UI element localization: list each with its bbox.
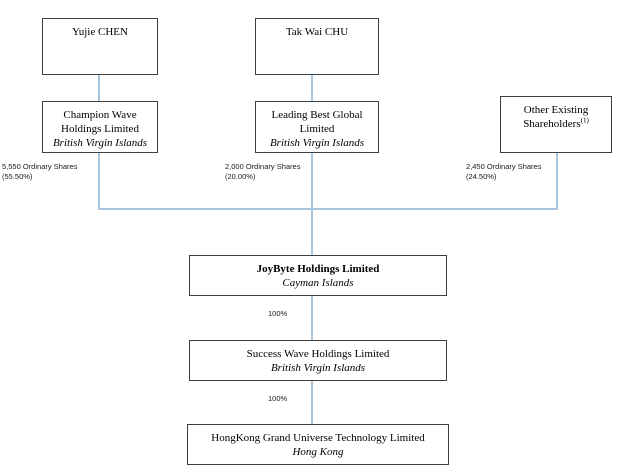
edge-label-other-shareholders-stake: 2,450 Ordinary Shares (24.50%): [466, 162, 541, 182]
node-tak-wai-chu-name: Tak Wai CHU: [285, 26, 349, 38]
node-leading-best-line1: Leading Best Global: [271, 109, 363, 121]
node-other-existing-shareholders[interactable]: Other Existing Shareholders(1): [500, 96, 612, 153]
edge-label-joybyte-to-success-wave-percent: 100%: [268, 309, 288, 318]
node-other-shareholders-line2: Shareholders: [523, 118, 581, 130]
connector-shareholder-bus: [98, 208, 558, 210]
node-other-shareholders-footnote-marker: (1): [580, 116, 589, 125]
node-tak-wai-chu[interactable]: Tak Wai CHU: [255, 18, 379, 75]
node-success-wave-name: Success Wave Holdings Limited: [246, 348, 390, 360]
edge-label-leading-best-shares: 2,000 Ordinary Shares: [225, 162, 301, 171]
node-yujie-chen[interactable]: Yujie CHEN: [42, 18, 158, 75]
node-champion-wave-line1: Champion Wave: [63, 109, 137, 121]
node-joybyte-holdings[interactable]: JoyByte Holdings Limited Cayman Islands: [189, 255, 447, 296]
connector-other-shareholders-drop: [556, 153, 558, 210]
edge-label-champion-wave-percent: (55.50%): [2, 172, 33, 181]
edge-label-leading-best-percent: (20.00%): [225, 172, 256, 181]
connector-champion-wave-drop: [98, 153, 100, 210]
edge-label-success-wave-to-hongkong-percent: 100%: [268, 394, 288, 403]
edge-label-champion-wave-stake: 5,550 Ordinary Shares (55.50%): [2, 162, 77, 182]
connector-yujie-chen-to-champion-wave: [98, 75, 100, 101]
node-hongkong-grand-universe-name: HongKong Grand Universe Technology Limit…: [211, 432, 425, 444]
node-success-wave-holdings[interactable]: Success Wave Holdings Limited British Vi…: [189, 340, 447, 381]
edge-label-champion-wave-shares: 5,550 Ordinary Shares: [2, 162, 78, 171]
connector-bus-to-joybyte: [311, 208, 313, 255]
connector-leading-best-drop: [311, 153, 313, 210]
edge-label-other-shareholders-shares: 2,450 Ordinary Shares: [466, 162, 542, 171]
node-leading-best-jurisdiction: British Virgin Islands: [269, 137, 365, 149]
node-leading-best-line2: Limited: [299, 123, 335, 135]
node-champion-wave-jurisdiction: British Virgin Islands: [52, 137, 148, 149]
edge-label-leading-best-stake: 2,000 Ordinary Shares (20.00%): [225, 162, 300, 182]
node-other-shareholders-line2-wrapper: Shareholders(1): [501, 117, 611, 131]
edge-label-other-shareholders-percent: (24.50%): [466, 172, 497, 181]
node-champion-wave-line2: Holdings Limited: [61, 123, 139, 135]
connector-success-wave-to-hongkong: [311, 381, 313, 424]
node-hongkong-grand-universe[interactable]: HongKong Grand Universe Technology Limit…: [187, 424, 449, 465]
connector-joybyte-to-success-wave: [311, 296, 313, 340]
node-yujie-chen-name: Yujie CHEN: [72, 26, 128, 38]
node-success-wave-jurisdiction: British Virgin Islands: [270, 362, 366, 374]
connector-tak-wai-chu-to-leading-best: [311, 75, 313, 101]
node-other-shareholders-line1: Other Existing: [523, 104, 589, 116]
node-joybyte-name: JoyByte Holdings Limited: [256, 263, 380, 275]
node-champion-wave-holdings[interactable]: Champion Wave Holdings Limited British V…: [42, 101, 158, 153]
node-leading-best-global[interactable]: Leading Best Global Limited British Virg…: [255, 101, 379, 153]
node-hongkong-grand-universe-jurisdiction: Hong Kong: [292, 446, 344, 458]
node-joybyte-jurisdiction: Cayman Islands: [282, 277, 354, 289]
